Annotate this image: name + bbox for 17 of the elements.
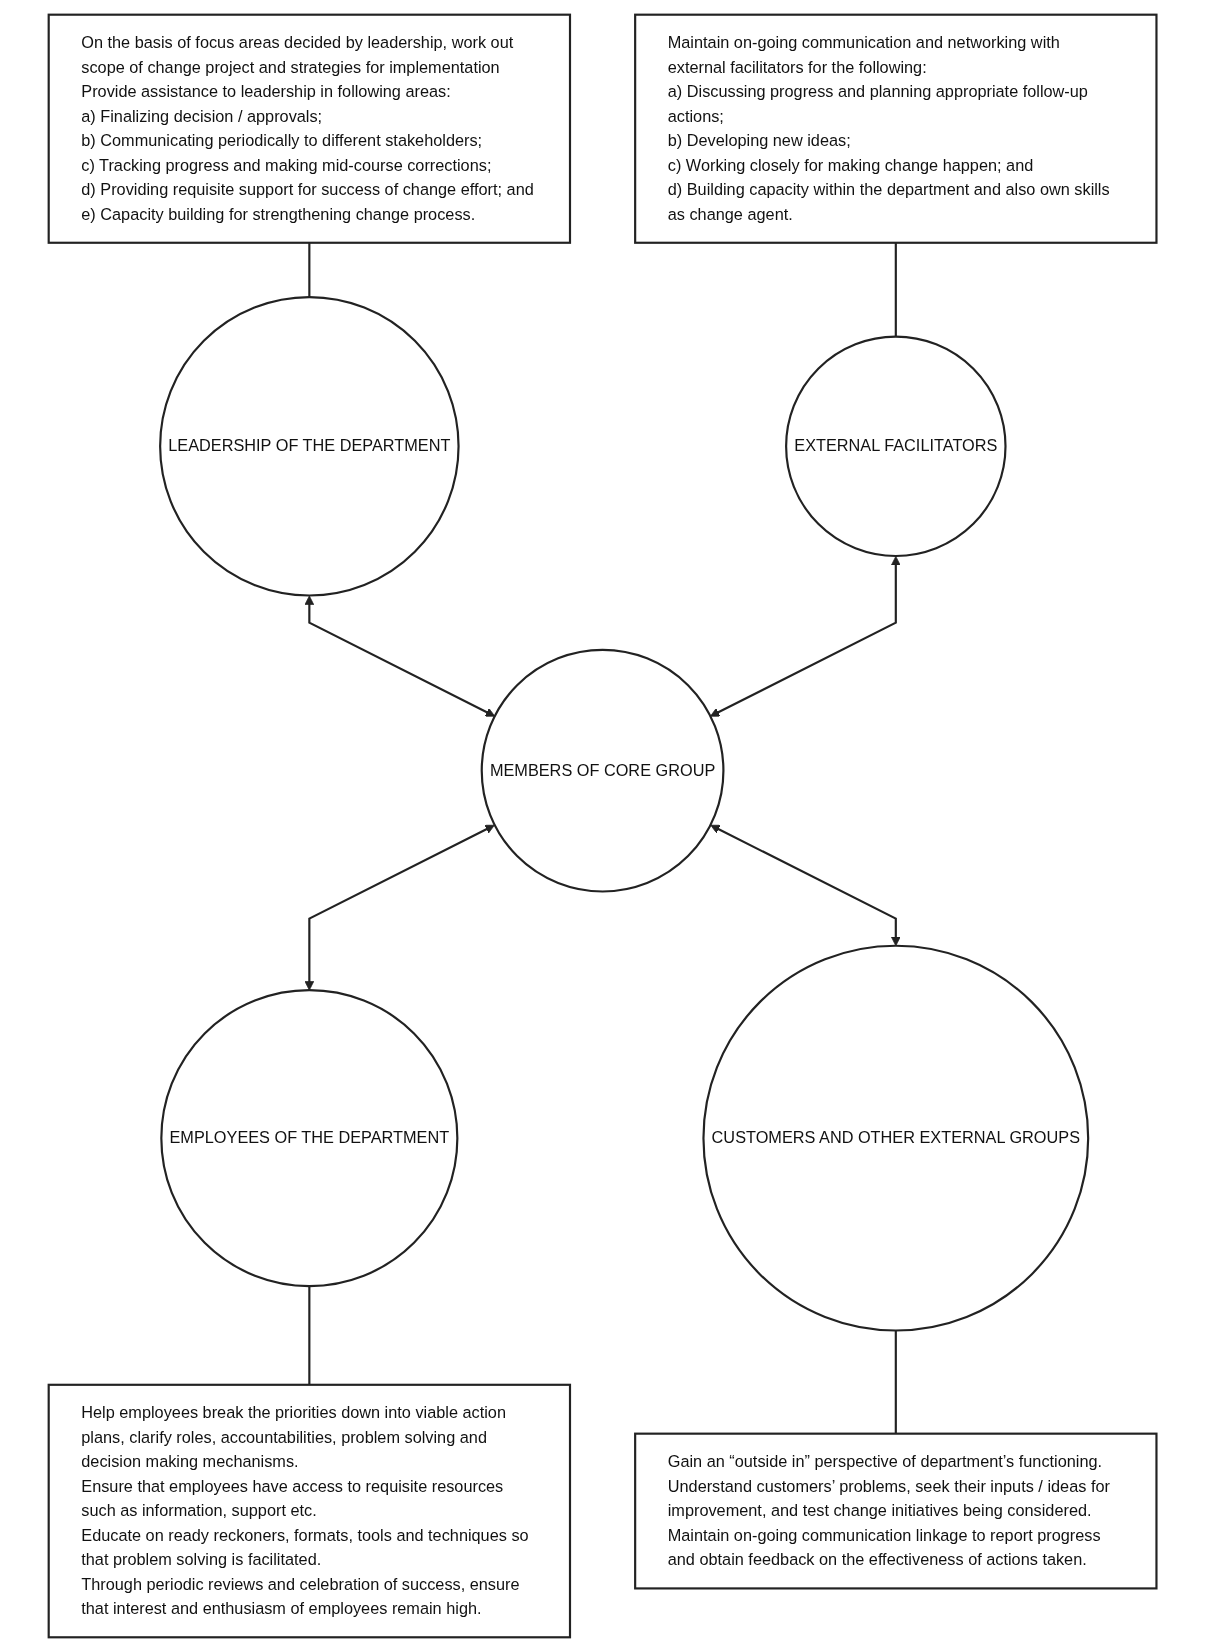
arrow (710, 555, 901, 717)
node-box: Maintain on-going communication and networking with external facilitators for the following: a) Discussing progress and planning appropriate follow-up actions; b) Developing new ideas; c) Working closely for making change happen; and d) Building capacity within the department and also own skills as change agent. (634, 13, 1158, 244)
node-circle: CUSTOMERS AND OTHER EXTERNAL GROUPS (702, 944, 1090, 1332)
node-box: On the basis of focus areas decided by leadership, work out scope of change project and strategies for implementation Provide assistance to leadership in following areas: a) Finalizing decision / approvals; b) Communicating periodically to different stakeholders; c) Tracking progress and making mid-course corrections; d) Providing requisite support for success of change effort; and e) Capacity building for strengthening change process. (48, 13, 572, 244)
node-box: Gain an “outside in” perspective of department’s functioning. Understand customers’ problems, seek their inputs / ideas for improvement, and test change initiatives being considered. Maintain on-going communication linkage to report progress and obtain feedback on the effectiveness of actions taken. (634, 1432, 1158, 1590)
arrow (710, 824, 901, 947)
node-circle: LEADERSHIP OF THE DEPARTMENT (159, 295, 461, 597)
arrow (305, 824, 496, 991)
node-circle: EXTERNAL FACILITATORS (785, 335, 1007, 558)
node-box: Help employees break the priorities down into viable action plans, clarify roles, accountabilities, problem solving and decision making mechanisms. Ensure that employees have access to requisite resources such as information, support etc. Educate on ready reckoners, formats, tools and techniques so that problem solving is facilitated. Through periodic reviews and celebration of success, ensure that interest and enthusiasm of employees remain high. (48, 1383, 572, 1639)
node-circle: MEMBERS OF CORE GROUP (481, 648, 725, 893)
arrow (305, 595, 496, 717)
connector (308, 1286, 311, 1385)
connector (895, 1330, 898, 1434)
connector (895, 242, 898, 337)
node-circle: EMPLOYEES OF THE DEPARTMENT (160, 989, 459, 1288)
connector (308, 242, 311, 298)
